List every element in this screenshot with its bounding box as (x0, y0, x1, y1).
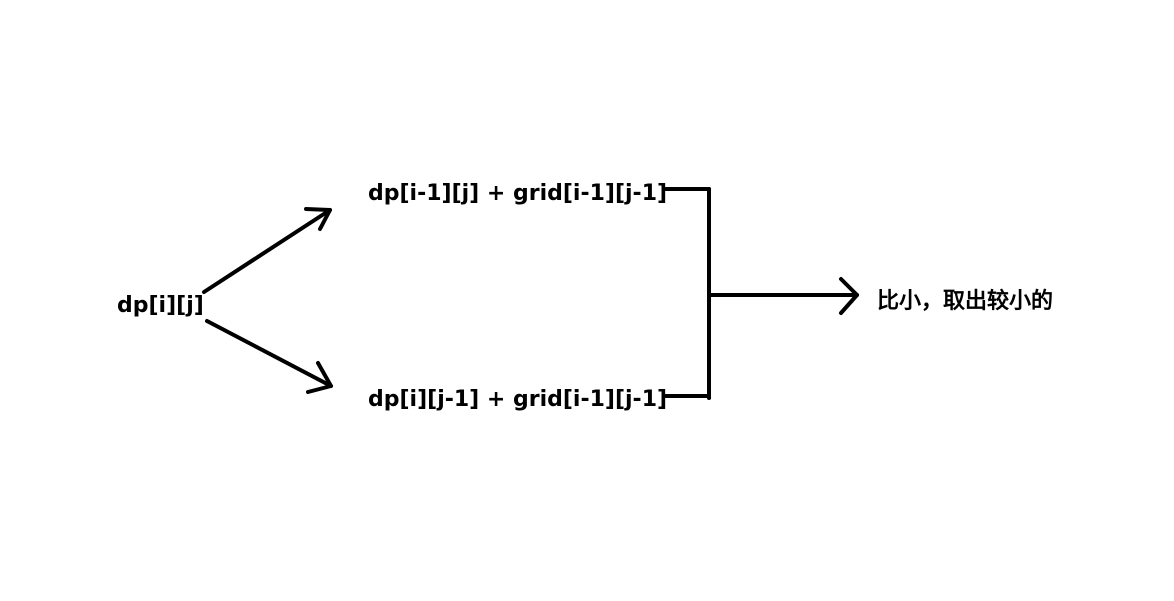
result-label: 比小，取出较小的 (877, 289, 1054, 314)
bottom-option-label: dp[i][j-1] + grid[i-1][j-1] (368, 387, 668, 412)
arrow-up-line (202, 208, 332, 294)
arrow-right-head (839, 277, 859, 315)
arrow-down-line (205, 319, 333, 388)
arrow-up-head (304, 207, 332, 231)
top-option-label: dp[i-1][j] + grid[i-1][j-1] (368, 181, 668, 206)
arrow-down-head (306, 361, 333, 394)
source-label: dp[i][j] (117, 293, 204, 318)
